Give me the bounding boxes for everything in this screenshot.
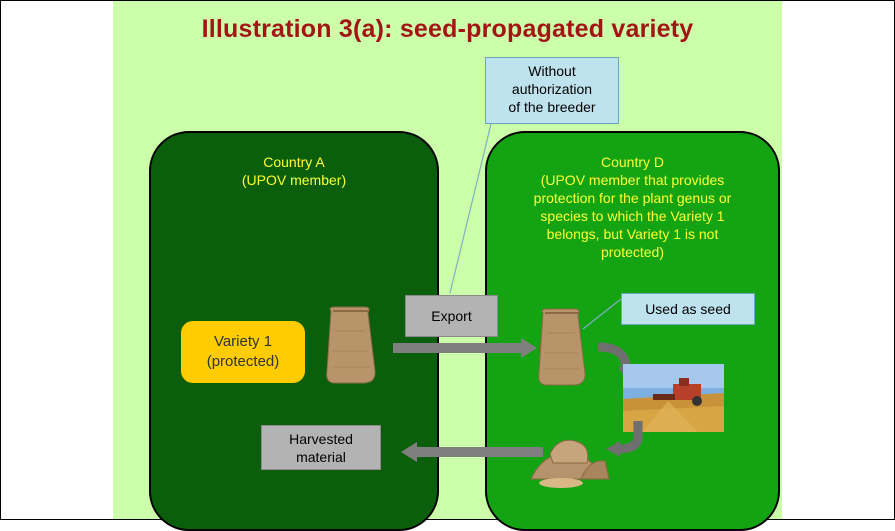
slide-title: Illustration 3(a): seed-propagated varie…: [201, 15, 694, 43]
harvested-line: Harvested: [289, 431, 353, 447]
country-d-name: Country D: [600, 154, 665, 170]
harvested-material-arrow: [401, 442, 543, 462]
country-d-desc-line: (UPOV member that provides: [540, 172, 725, 188]
country-d-desc-line: protected): [600, 244, 665, 260]
callout-line: Without: [528, 63, 576, 79]
callout-line: authorization: [511, 81, 593, 97]
diagram-graphics: [326, 123, 724, 488]
curved-arrow-to-harvested-sacks: [606, 421, 643, 457]
country-d-desc-line: belongs, but Variety 1 is not: [546, 226, 719, 242]
authorization-callout: Without authorization of the breeder: [485, 57, 619, 124]
variety-1-box: Variety 1 (protected): [181, 321, 305, 383]
export-arrow: [393, 338, 537, 358]
country-d-desc-line: species to which the Variety 1: [540, 208, 725, 224]
export-label: Export: [431, 308, 472, 324]
authorization-callout-pointer: [449, 123, 492, 294]
harvested-sacks-icon: [530, 439, 610, 488]
harvested-material-box: Harvested material: [261, 425, 381, 470]
export-label-box: Export: [405, 295, 498, 337]
used-as-seed-label: Used as seed: [645, 301, 731, 317]
harvester-image: [623, 364, 724, 432]
variety-name: Variety 1: [213, 333, 273, 350]
country-d-desc-line: protection for the plant genus or: [533, 190, 732, 206]
seed-sack-icon: [538, 308, 586, 386]
harvested-line: material: [296, 449, 346, 465]
seed-sack-icon: [326, 306, 376, 384]
country-a-subtitle: (UPOV member): [241, 172, 347, 188]
variety-status: (protected): [206, 353, 280, 370]
country-a-label: Country A (UPOV member): [149, 153, 439, 189]
seed-callout-pointer: [582, 298, 622, 330]
slide: Illustration 3(a): seed-propagated varie…: [113, 1, 782, 531]
country-d-label: Country D (UPOV member that provides pro…: [485, 153, 780, 261]
used-as-seed-callout: Used as seed: [621, 293, 755, 325]
country-a-name: Country A: [263, 154, 325, 170]
callout-line: of the breeder: [508, 99, 596, 115]
